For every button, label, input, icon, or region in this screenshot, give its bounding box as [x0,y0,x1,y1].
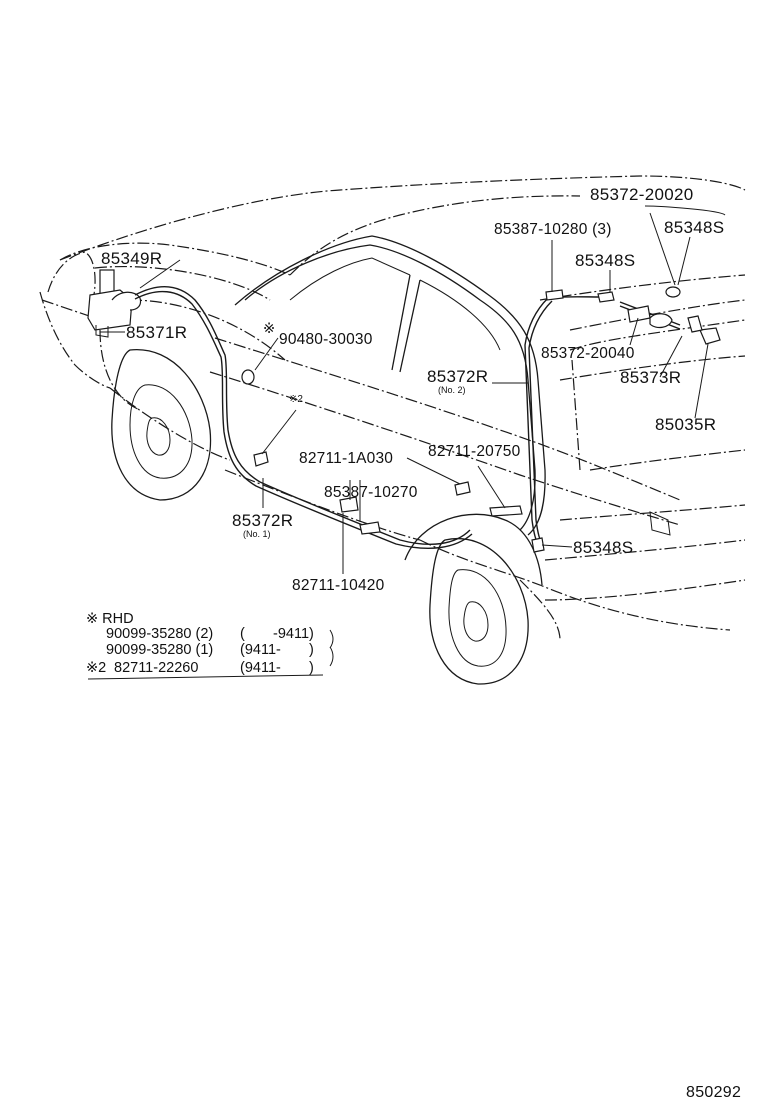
grommet-left [241,369,255,385]
label-85349r: 85349R [101,249,162,268]
label-85348s-lower: 85348S [573,538,633,557]
diagram-reference-number: 850292 [686,1084,741,1101]
nozzle-lower-85348s [531,537,545,553]
grommet-85348s-mid [597,291,615,303]
label-90480-30030: 90480-30030 [279,331,373,348]
note-line3-marker: ※2 [86,660,106,676]
note-line3-part: 82711-22260 [114,660,198,676]
clip-82711-20750 [454,481,523,517]
washer-hose [134,286,681,549]
label-85372r-no2: 85372R [427,367,488,386]
label-85372r-no1: 85372R [232,511,293,530]
note-line2-part: 90099-35280 (1) [106,642,213,658]
label-85387-10270: 85387-10270 [324,484,418,501]
note-line1-range: ( -9411) [240,626,314,642]
label-82711-20750: 82711-20750 [428,443,521,460]
note-line1-part: 90099-35280 (2) [106,626,213,642]
washer-tank [87,269,142,338]
car-body-outline [39,175,746,641]
marker-2: ※2 [289,394,303,405]
label-85372-20020: 85372-20020 [590,185,694,204]
label-85387-10280: 85387-10280 (3) [494,221,612,238]
front-wheel [111,349,212,501]
clip-82711-1A030 [253,451,269,467]
label-82711-1a030: 82711-1A030 [299,450,393,467]
label-82711-10420: 82711-10420 [292,577,385,594]
nozzle-85035r [687,315,721,345]
label-85372r-no2-sub: (No. 2) [438,385,466,395]
label-85371r: 85371R [126,323,187,342]
label-85035r: 85035R [655,415,716,434]
rear-wheel [404,513,543,685]
note-rhd-title: ※ RHD [86,611,134,627]
clip-85387-10280 [545,289,564,301]
note-bracket [329,629,334,667]
rear-lamp [649,511,671,536]
grommet-85348s-right [665,286,681,298]
label-85348s-right: 85348S [664,218,724,237]
clip-85387-10270 [339,496,381,535]
label-85373r: 85373R [620,368,681,387]
rhd-notes: ※ RHD 90099-35280 (2) ( -9411) 90099-352… [86,611,334,676]
note-line2-range: (9411- ) [240,642,314,658]
label-85372r-no1-sub: (No. 1) [243,529,271,539]
leader-lines [87,205,726,680]
marker-rhd-symbol: ※ [263,321,275,337]
note-line3-range: (9411- ) [240,660,314,676]
part-labels: 85372-20020 85387-10280 (3) 85348S 85348… [101,185,724,594]
label-85348s-mid: 85348S [575,251,635,270]
joint-85372-20040 [627,305,673,329]
label-85372-20040: 85372-20040 [541,345,635,362]
